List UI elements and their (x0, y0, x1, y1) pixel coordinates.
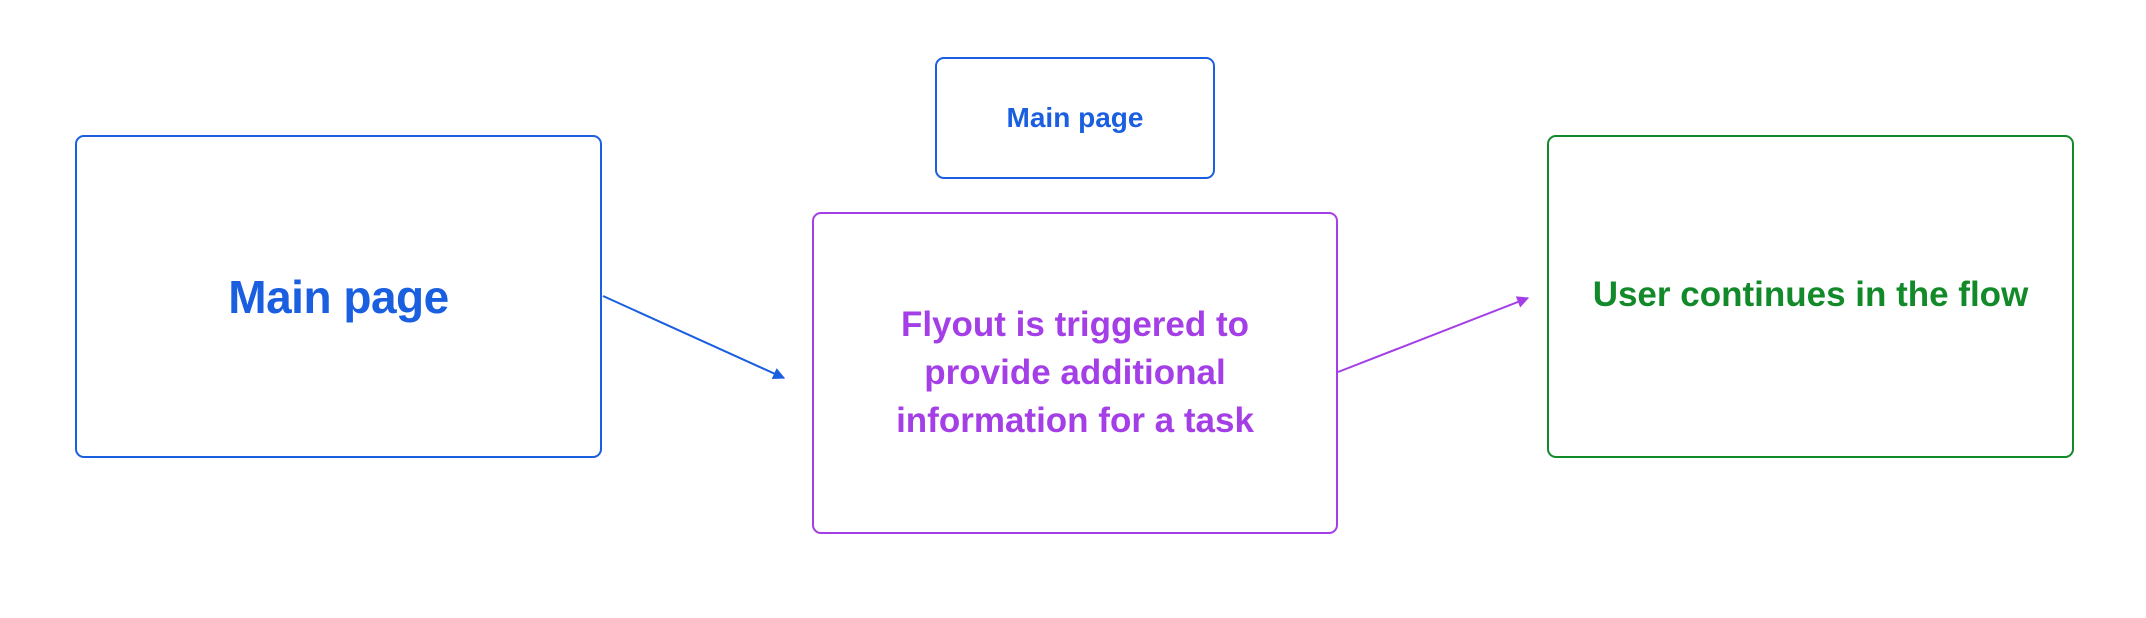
user-continues-label: User continues in the flow (1592, 274, 2029, 314)
main-page-small-node: Main page (935, 57, 1215, 179)
edge-main-to-flyout (602, 295, 786, 380)
flyout-node: Flyout is triggered to provide additiona… (812, 212, 1338, 534)
main-page-small-label: Main page (1006, 102, 1144, 133)
user-continues-node: User continues in the flow (1547, 135, 2074, 458)
main-page-label: Main page (228, 270, 449, 323)
main-page-node: Main page (75, 135, 602, 458)
edge-flyout-to-continue (1337, 296, 1530, 373)
flyout-label: Flyout is triggered to provide additiona… (896, 305, 1254, 440)
